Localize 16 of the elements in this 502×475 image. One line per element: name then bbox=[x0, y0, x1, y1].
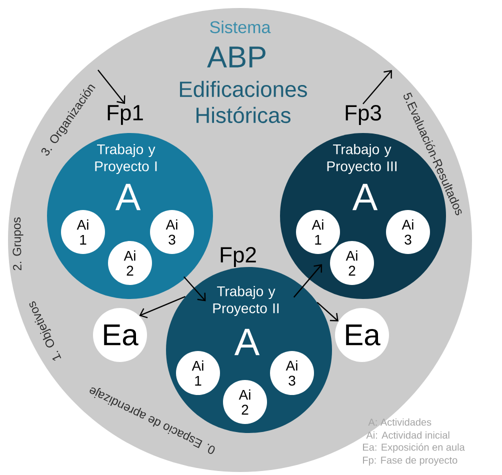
heading-text: Edificaciones Históricas bbox=[180, 80, 307, 124]
legend-text: Fp: Fase de proyecto bbox=[363, 456, 458, 466]
legend-text: Ea: Exposición en aula bbox=[363, 443, 465, 453]
title-text: ABP bbox=[207, 46, 266, 68]
phase-label: Fp3 bbox=[346, 105, 381, 125]
arrow bbox=[183, 276, 206, 302]
ring-label: 2. Grupos bbox=[12, 217, 24, 270]
arrow bbox=[316, 302, 338, 322]
arrow bbox=[362, 70, 392, 104]
legend-text: Ai: Actividad inicial bbox=[366, 431, 450, 439]
arrow bbox=[139, 296, 186, 318]
subtitle-text: Sistema bbox=[210, 20, 271, 34]
arrow bbox=[98, 70, 126, 104]
phase-label: Fp1 bbox=[108, 105, 143, 125]
arrow bbox=[293, 264, 322, 298]
phase-label: Fp2 bbox=[220, 247, 256, 267]
